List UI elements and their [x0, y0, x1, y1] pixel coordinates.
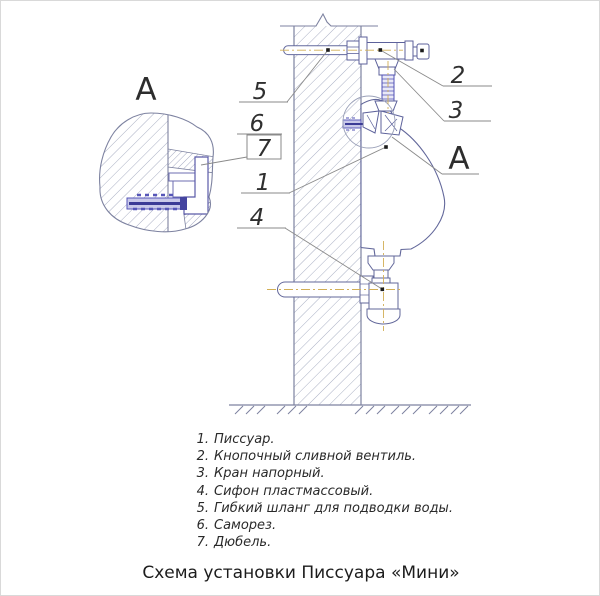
wall-section [280, 12, 378, 405]
detail-view-label: А [135, 72, 156, 108]
detail-view-a: А [99, 72, 214, 233]
legend-num: 4. [196, 483, 209, 499]
leader-4 [284, 227, 383, 290]
detail-hook-bracket [183, 156, 209, 215]
legend-item-4: 4. Сифон пластмассовый. [193, 483, 493, 500]
leader-2 [381, 50, 444, 87]
wall-top-break-line [280, 12, 378, 27]
detail-bracket-boss [172, 180, 196, 198]
legend-item-2: 2. Кнопочный сливной вентиль. [193, 448, 493, 465]
leader-lines [200, 49, 492, 290]
valve-ring [404, 40, 414, 61]
legend-num: 2. [196, 449, 209, 465]
urinal-body [360, 98, 446, 257]
siphon-collar [371, 277, 391, 284]
legend-text: Сифон пластмассовый. [214, 483, 374, 499]
legend-list: 1.Писсуар. 2.Кнопочный сливной вентиль. … [193, 431, 493, 551]
legend-item-3: 3. Кран напорный. [193, 465, 493, 482]
legend-item-6: 6. Саморез. [193, 517, 493, 534]
dot-hose [326, 48, 330, 52]
bracket-wing-right [380, 110, 404, 136]
wall-hatch [294, 26, 361, 405]
legend-text: Кран напорный. [214, 466, 325, 482]
legend-text: Саморез. [214, 518, 277, 534]
detail-screw-head [180, 197, 187, 210]
legend-text: Гибкий шланг для подводки воды. [214, 500, 453, 516]
leader-3 [393, 68, 445, 122]
dot-button [420, 48, 424, 53]
legend-num: 6. [196, 518, 209, 534]
drawing-title: Схема установки Писсуара «Мини» [142, 563, 460, 583]
callout-3: 3 [449, 98, 464, 124]
legend-text: Кнопочный сливной вентиль. [214, 449, 417, 465]
ground [229, 404, 471, 415]
legend-item-1: 1. Писсуар. [193, 431, 493, 448]
siphon-neck [373, 269, 389, 279]
dot-valve [378, 48, 383, 52]
dot-siphon [380, 287, 385, 292]
callout-numbers: 5 6 7 1 4 2 3 А [250, 63, 470, 231]
callout-5: 5 [253, 79, 268, 105]
valve-body [366, 42, 406, 60]
urinal-mounting-bracket [342, 95, 404, 149]
legend-num: 5. [196, 500, 209, 516]
legend-num: 3. [196, 466, 209, 482]
centerlines [267, 49, 403, 331]
leader-1 [288, 146, 387, 194]
legend-item-7: 7. Дюбель. [193, 534, 493, 551]
detail-callout-circle [342, 95, 396, 149]
leader-6-7 [200, 156, 248, 166]
legend-text: Дюбель. [214, 535, 272, 551]
siphon-inlet-cup [367, 255, 395, 271]
callout-4: 4 [250, 205, 265, 231]
leader-5 [286, 49, 329, 103]
callout-7: 7 [257, 136, 272, 162]
tap-nut [378, 66, 396, 76]
button-shaft [412, 46, 418, 57]
leader-dots [326, 48, 424, 292]
legend-text: Писсуар. [214, 432, 275, 447]
dot-urinal [384, 145, 388, 149]
ground-hatch-ticks [234, 405, 469, 415]
callout-2: 2 [451, 63, 466, 89]
view-a-label: А [448, 141, 469, 177]
leader-view-a [391, 136, 443, 175]
dowel-ribs-small [346, 117, 355, 131]
legend-num: 7. [196, 535, 209, 551]
callout-6: 6 [250, 111, 265, 137]
legend-num: 1. [196, 432, 209, 447]
box-7 [246, 134, 282, 160]
legend-item-5: 5. Гибкий шланг для подводки воды. [193, 500, 493, 517]
callout-1: 1 [256, 170, 271, 196]
detail-dowel-ribs [133, 193, 177, 211]
